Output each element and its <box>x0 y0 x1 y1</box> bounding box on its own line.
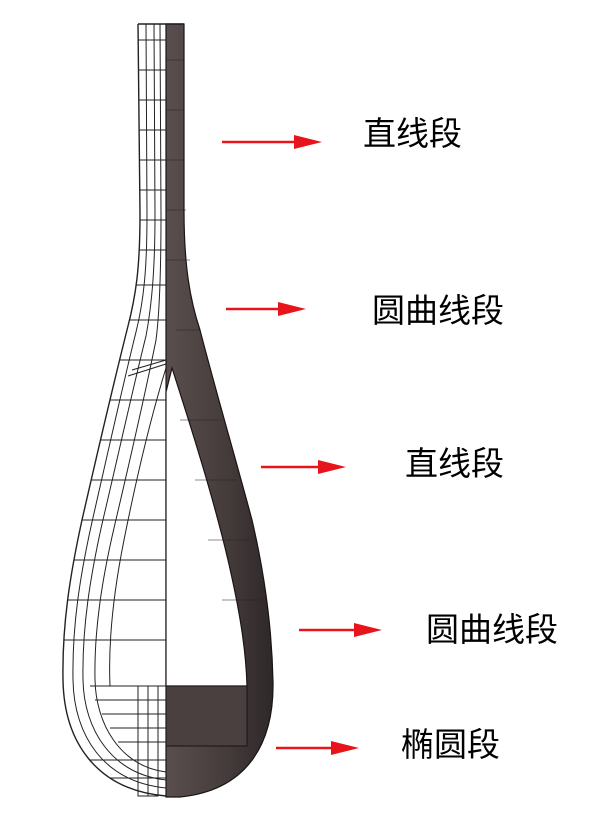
segment-label-straight-upper: 直线段 <box>363 114 462 153</box>
segment-arrows <box>222 135 382 755</box>
arrow-straight-lower <box>261 460 346 474</box>
wireframe-half <box>62 23 184 797</box>
segment-label-curve-upper: 圆曲线段 <box>372 291 504 330</box>
segment-label-ellipse: 椭圆段 <box>401 725 500 764</box>
segment-label-curve-lower: 圆曲线段 <box>426 610 558 649</box>
solid-shell <box>165 23 274 798</box>
arrow-straight-upper <box>222 135 322 149</box>
arrow-curve-upper <box>226 302 306 316</box>
arrow-ellipse <box>276 741 359 755</box>
segment-label-straight-lower: 直线段 <box>405 444 504 483</box>
arrow-curve-lower <box>299 623 382 637</box>
